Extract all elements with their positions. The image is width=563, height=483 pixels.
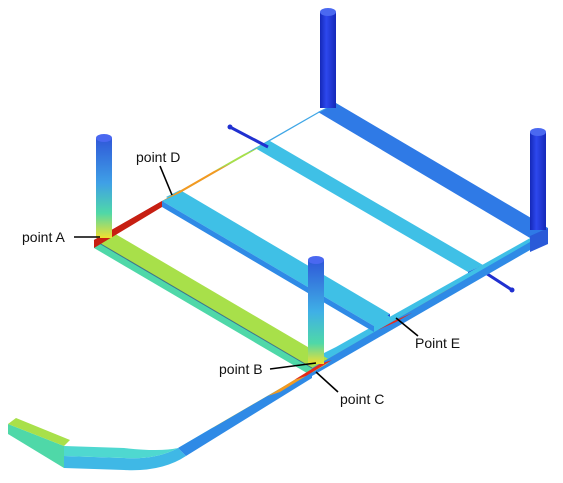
rail-a-to-b: [93, 232, 330, 376]
label-point-b: point B: [219, 361, 317, 377]
label-point-d: point D: [136, 149, 180, 196]
rod-upper-end: [227, 124, 233, 130]
label-point-b-text: point B: [219, 361, 263, 377]
rod-lower-end: [509, 287, 515, 293]
rail-c-to-e: [312, 234, 548, 376]
label-point-a-text: point A: [22, 229, 65, 245]
column-right: [530, 128, 546, 230]
label-point-d-text: point D: [136, 149, 180, 165]
label-point-c-text: point C: [340, 391, 384, 407]
rail-d-to-e: [162, 193, 392, 332]
column-b: [308, 256, 324, 364]
label-point-a: point A: [22, 229, 100, 245]
rod-upper: [229, 125, 269, 149]
label-point-e: Point E: [395, 317, 460, 351]
label-point-c: point C: [315, 371, 384, 407]
column-rear: [320, 8, 336, 108]
corner-block-right: [530, 228, 548, 252]
rail-c-to-outlet: [8, 360, 332, 471]
column-a: [96, 134, 112, 238]
label-point-e-text: Point E: [415, 335, 460, 351]
